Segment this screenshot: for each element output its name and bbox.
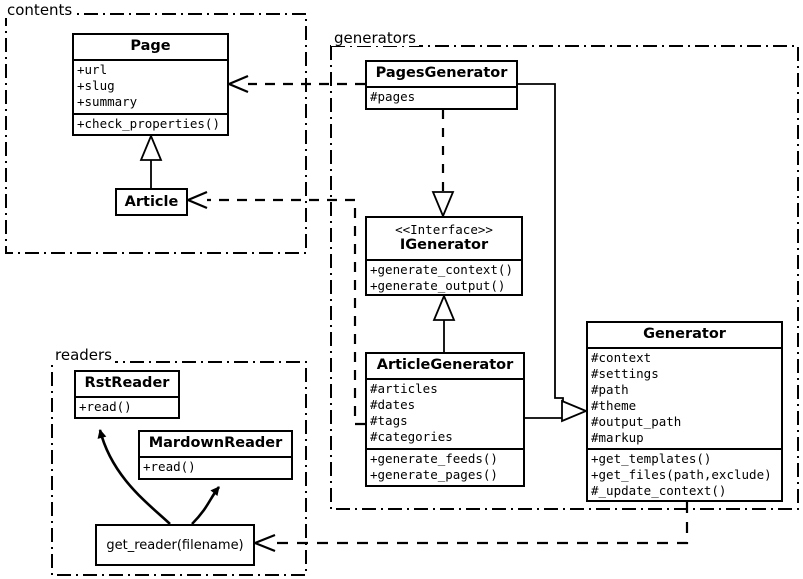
- attribute-item: #path: [591, 382, 629, 397]
- class-box-pagesgenerator[interactable]: PagesGenerator #pages: [365, 60, 518, 110]
- package-label-generators: generators: [331, 30, 419, 46]
- class-attributes-pagesgenerator: #pages: [367, 86, 516, 108]
- attribute-item: #theme: [591, 398, 637, 413]
- class-name-generator: Generator: [643, 326, 726, 342]
- class-name-pagesgenerator: PagesGenerator: [375, 65, 508, 81]
- method-item: +generate_context(): [370, 262, 513, 277]
- class-box-articlegenerator[interactable]: ArticleGenerator #articles #dates #tags …: [365, 352, 525, 487]
- class-methods-articlegenerator: +generate_feeds() +generate_pages(): [367, 448, 523, 485]
- function-box-get-reader[interactable]: get_reader(filename): [95, 524, 255, 566]
- attribute-item: #pages: [370, 89, 416, 104]
- method-item: +read(): [143, 459, 196, 474]
- attribute-item: #settings: [591, 366, 659, 381]
- function-label-get-reader: get_reader(filename): [106, 537, 244, 553]
- method-item: +get_templates(): [591, 451, 712, 466]
- class-methods-rstreader: +read(): [76, 396, 178, 417]
- attribute-item: #categories: [370, 429, 453, 444]
- class-attributes-generator: #context #settings #path #theme #output_…: [588, 347, 781, 448]
- class-stereotype-igenerator: <<Interface>>: [395, 222, 493, 237]
- class-box-mardownreader[interactable]: MardownReader +read(): [138, 430, 293, 480]
- class-header-igenerator: <<Interface>> IGenerator: [367, 218, 521, 259]
- package-label-readers: readers: [52, 347, 115, 363]
- class-name-page: Page: [130, 38, 171, 54]
- class-name-articlegenerator: ArticleGenerator: [376, 357, 514, 373]
- method-item: +generate_output(): [370, 278, 506, 293]
- class-attributes-page: +url +slug +summary: [74, 59, 227, 113]
- class-methods-igenerator: +generate_context() +generate_output(): [367, 259, 521, 296]
- class-name-article: Article: [124, 193, 179, 210]
- attribute-item: +summary: [77, 94, 138, 109]
- method-item: #_update_context(): [591, 483, 727, 498]
- attribute-item: #dates: [370, 397, 416, 412]
- class-name-igenerator: IGenerator: [399, 237, 489, 253]
- class-box-igenerator[interactable]: <<Interface>> IGenerator +generate_conte…: [365, 216, 523, 296]
- class-box-generator[interactable]: Generator #context #settings #path #them…: [586, 321, 783, 502]
- attribute-item: #markup: [591, 430, 644, 445]
- attribute-item: #articles: [370, 381, 438, 396]
- attribute-item: #tags: [370, 413, 408, 428]
- package-label-contents: contents: [4, 2, 76, 18]
- class-box-page[interactable]: Page +url +slug +summary +check_properti…: [72, 33, 229, 136]
- method-item: +generate_pages(): [370, 467, 498, 482]
- method-item: +get_files(path,exclude): [591, 467, 772, 482]
- class-methods-mardownreader: +read(): [140, 456, 291, 478]
- class-box-article[interactable]: Article: [115, 188, 188, 216]
- class-box-rstreader[interactable]: RstReader +read(): [74, 370, 180, 419]
- attribute-item: #output_path: [591, 414, 682, 429]
- class-methods-generator: +get_templates() +get_files(path,exclude…: [588, 448, 781, 501]
- method-item: +generate_feeds(): [370, 451, 498, 466]
- class-name-rstreader: RstReader: [84, 375, 170, 391]
- class-methods-page: +check_properties(): [74, 113, 227, 134]
- attribute-item: #context: [591, 350, 652, 365]
- method-item: +check_properties(): [77, 116, 220, 131]
- attribute-item: +url: [77, 62, 108, 77]
- class-attributes-articlegenerator: #articles #dates #tags #categories: [367, 378, 523, 448]
- method-item: +read(): [79, 399, 132, 414]
- class-name-mardownreader: MardownReader: [148, 435, 283, 451]
- attribute-item: +slug: [77, 78, 115, 93]
- connector-generator-depends-getreader: [254, 502, 689, 553]
